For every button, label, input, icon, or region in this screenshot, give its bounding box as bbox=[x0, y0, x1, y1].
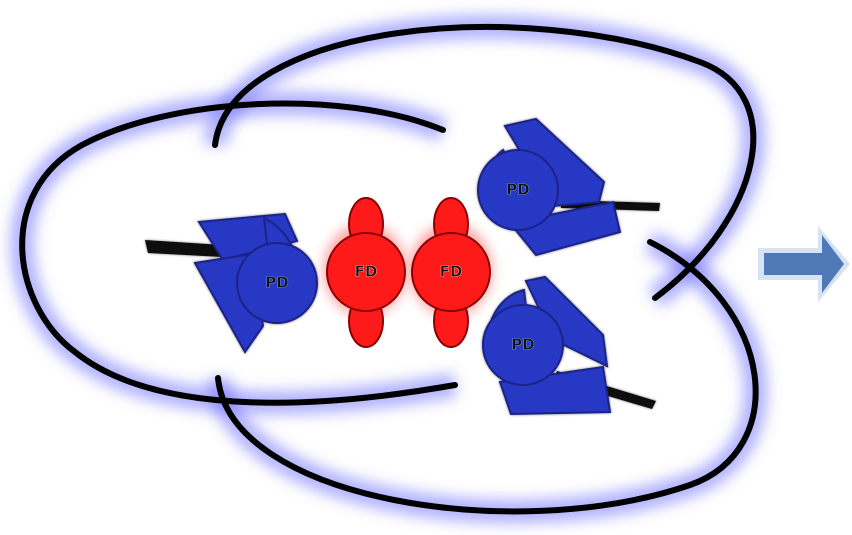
pd-protein-left: PD bbox=[145, 214, 317, 352]
fd-protein-left: FD bbox=[324, 198, 406, 347]
pd-protein-top-right: PD bbox=[478, 119, 660, 255]
pd-label-left: PD bbox=[265, 274, 288, 292]
pd-label-top-right: PD bbox=[506, 181, 529, 199]
fd-label-right: FD bbox=[440, 263, 463, 281]
pd-label-bottom-right: PD bbox=[511, 336, 534, 354]
fd-protein-right: FD bbox=[410, 198, 492, 347]
pd-protein-bottom-right: PD bbox=[483, 277, 656, 414]
right-arrow-icon bbox=[758, 226, 850, 302]
fd-label-left: FD bbox=[355, 263, 378, 281]
